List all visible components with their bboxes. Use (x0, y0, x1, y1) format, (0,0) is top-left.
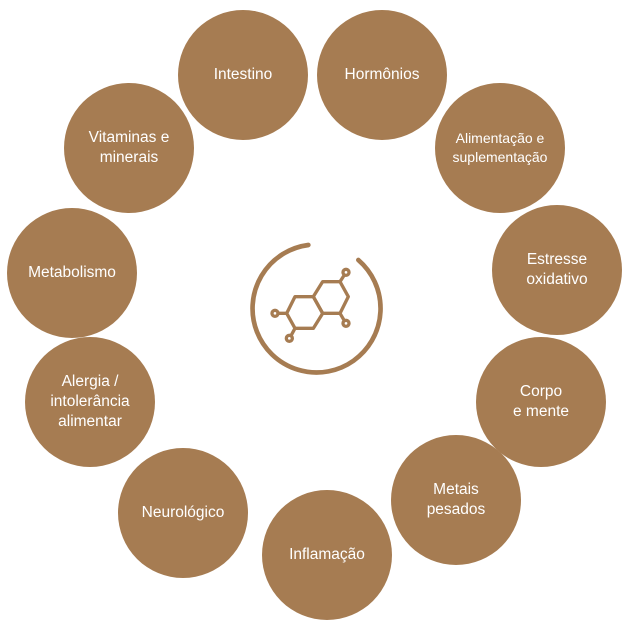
topic-hormonios: Hormônios (317, 10, 447, 140)
topic-metabolismo: Metabolismo (7, 208, 137, 338)
topic-label: Intestino (213, 66, 273, 83)
topic-label: Alergia / intolerância alimentar (50, 373, 130, 430)
topic-estresse: Estresse oxidativo (492, 205, 622, 335)
molecule-icon (250, 242, 383, 375)
topic-label: Hormônios (344, 66, 420, 83)
topic-vitaminas: Vitaminas e minerais (64, 83, 194, 213)
topic-label: Metabolismo (28, 264, 116, 281)
topic-label: Alimentação e suplementação (452, 130, 548, 165)
topic-intestino: Intestino (178, 10, 308, 140)
topic-label: Estresse oxidativo (526, 251, 588, 288)
topic-label: Neurológico (141, 504, 225, 521)
topic-label: Vitaminas e minerais (88, 129, 170, 166)
topic-corpo: Corpo e mente (476, 337, 606, 467)
topic-label: Corpo e mente (512, 383, 569, 420)
topic-alimentacao: Alimentação e suplementação (435, 83, 565, 213)
topic-inflamacao: Inflamação (262, 490, 392, 620)
topic-alergia: Alergia / intolerância alimentar (25, 337, 155, 467)
topic-metais: Metais pesados (391, 435, 521, 565)
topic-label: Inflamação (289, 546, 365, 563)
topic-neurologico: Neurológico (118, 448, 248, 578)
topic-label: Metais pesados (426, 481, 486, 518)
